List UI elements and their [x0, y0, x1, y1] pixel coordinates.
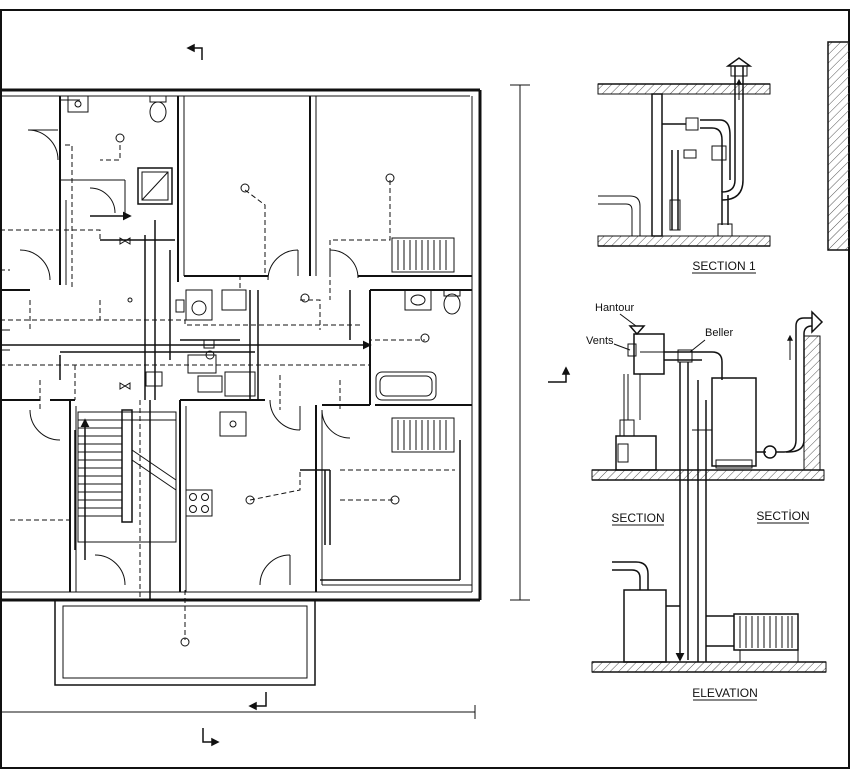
beller-label: Beller	[705, 327, 733, 339]
boiler-section-detail	[591, 310, 825, 662]
washbasin-icon	[404, 289, 432, 311]
door-swings	[19, 129, 359, 586]
boiler-elevation-icon	[623, 589, 667, 663]
thermostat-icon	[115, 133, 125, 143]
section-left-label: SECTION	[611, 511, 664, 525]
bathtub-icon	[375, 371, 437, 401]
thermostat-icon	[385, 173, 395, 183]
water-heater-icon	[224, 371, 256, 397]
vents-leader	[613, 343, 631, 351]
sheet-border	[0, 9, 850, 769]
controller-icon	[221, 289, 247, 311]
elevation-detail	[591, 561, 827, 673]
hantour-leader	[619, 313, 637, 327]
hantour-label: Hantour	[595, 302, 634, 314]
thermostat-icon	[180, 637, 190, 647]
thermostat-icon	[420, 333, 430, 343]
beller-leader	[689, 339, 706, 353]
hob-icon	[185, 489, 213, 517]
valve-icon	[119, 382, 131, 390]
valves	[115, 133, 430, 647]
heating-pipes	[0, 211, 461, 600]
toilet-icon	[149, 101, 167, 123]
control-wiring	[0, 144, 455, 640]
washbasin-icon	[67, 95, 89, 113]
dimension-lines	[0, 84, 530, 719]
wall-fragment	[827, 41, 850, 251]
thermostat-icon	[240, 183, 250, 193]
thermostat-icon	[245, 495, 255, 505]
kitchen-sink-icon	[219, 411, 247, 437]
partitions	[0, 96, 472, 592]
thermostat-icon	[390, 495, 400, 505]
flue-terminal-icon	[633, 333, 665, 375]
section-1-detail	[597, 57, 771, 247]
balcony	[54, 599, 316, 686]
floor-plan	[0, 43, 571, 747]
radiator-upper-icon	[391, 237, 455, 273]
fixtures	[67, 95, 461, 517]
section-marks	[186, 43, 571, 747]
section-1-label: SECTION 1	[692, 259, 756, 273]
hantour-valve-icon	[628, 325, 646, 336]
thermostat-icon	[300, 293, 310, 303]
toilet-icon	[443, 293, 461, 315]
staircase	[77, 409, 177, 543]
vents-label: Vents	[586, 335, 614, 347]
elevation-label: ELEVATION	[692, 686, 758, 700]
cylinder-icon	[711, 377, 757, 467]
valve-icon	[119, 237, 131, 245]
shower-tray-icon	[137, 167, 173, 205]
radiator-elevation-icon	[733, 613, 799, 651]
radiator-lower-icon	[391, 417, 455, 453]
boiler-icon	[185, 289, 213, 321]
section-right-label: SECTİON	[756, 509, 809, 523]
